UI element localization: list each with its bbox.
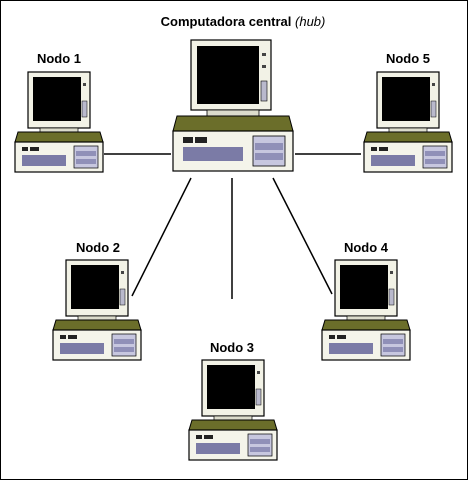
hub-label: Computadora central (hub) <box>160 14 326 29</box>
nodo-4-label: Nodo 4 <box>343 240 389 255</box>
nodo-3-computer-icon <box>188 359 278 461</box>
nodo-2-computer-icon <box>52 259 142 361</box>
hub-computer-icon <box>172 39 294 172</box>
nodo-1-computer-icon <box>14 71 104 173</box>
nodo-3-label: Nodo 3 <box>209 340 255 355</box>
link-hub-nodo-2 <box>131 177 192 297</box>
nodo-2-label: Nodo 2 <box>75 240 121 255</box>
nodo-4-computer-icon <box>321 259 411 361</box>
nodo-1-label: Nodo 1 <box>36 51 82 66</box>
hub-sublabel: (hub) <box>295 14 326 29</box>
link-hub-nodo-4 <box>272 177 333 295</box>
nodo-5-computer-icon <box>363 71 453 173</box>
nodo-5-label: Nodo 5 <box>385 51 431 66</box>
